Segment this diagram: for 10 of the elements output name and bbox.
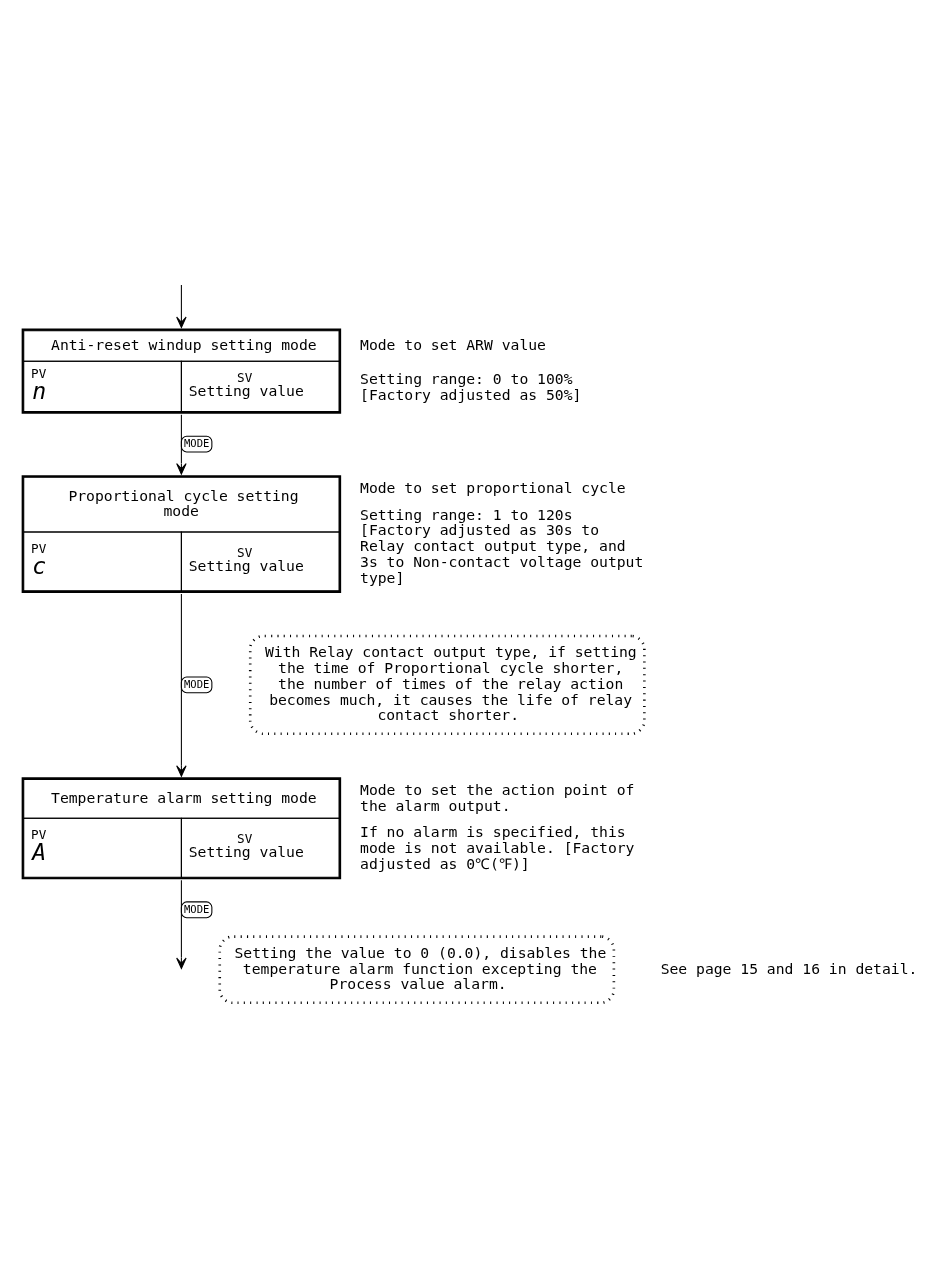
label: See page 15 and 16 in detail. — [660, 959, 918, 977]
node-label: Setting range: 1 to 120s [Factory adjusted as 30s to Relay contact output type, and 3s to Non-contact voltage output type] — [360, 505, 644, 586]
node-label: Mode to set ARW value — [360, 335, 546, 353]
node-label: Mode to set the action point of the alarm output. — [360, 780, 635, 814]
edge-label: MODE — [184, 677, 210, 690]
node-label: Mode to set proportional cycle — [360, 478, 626, 496]
edge-label: MODE — [184, 902, 210, 915]
edge-label: MODE — [184, 436, 210, 449]
node-label: If no alarm is specified, this mode is not available. [Factory adjusted as 0℃(℉)] — [360, 822, 635, 872]
node-label: Setting range: 0 to 100% [Factory adjusted as 50%] — [360, 369, 582, 403]
